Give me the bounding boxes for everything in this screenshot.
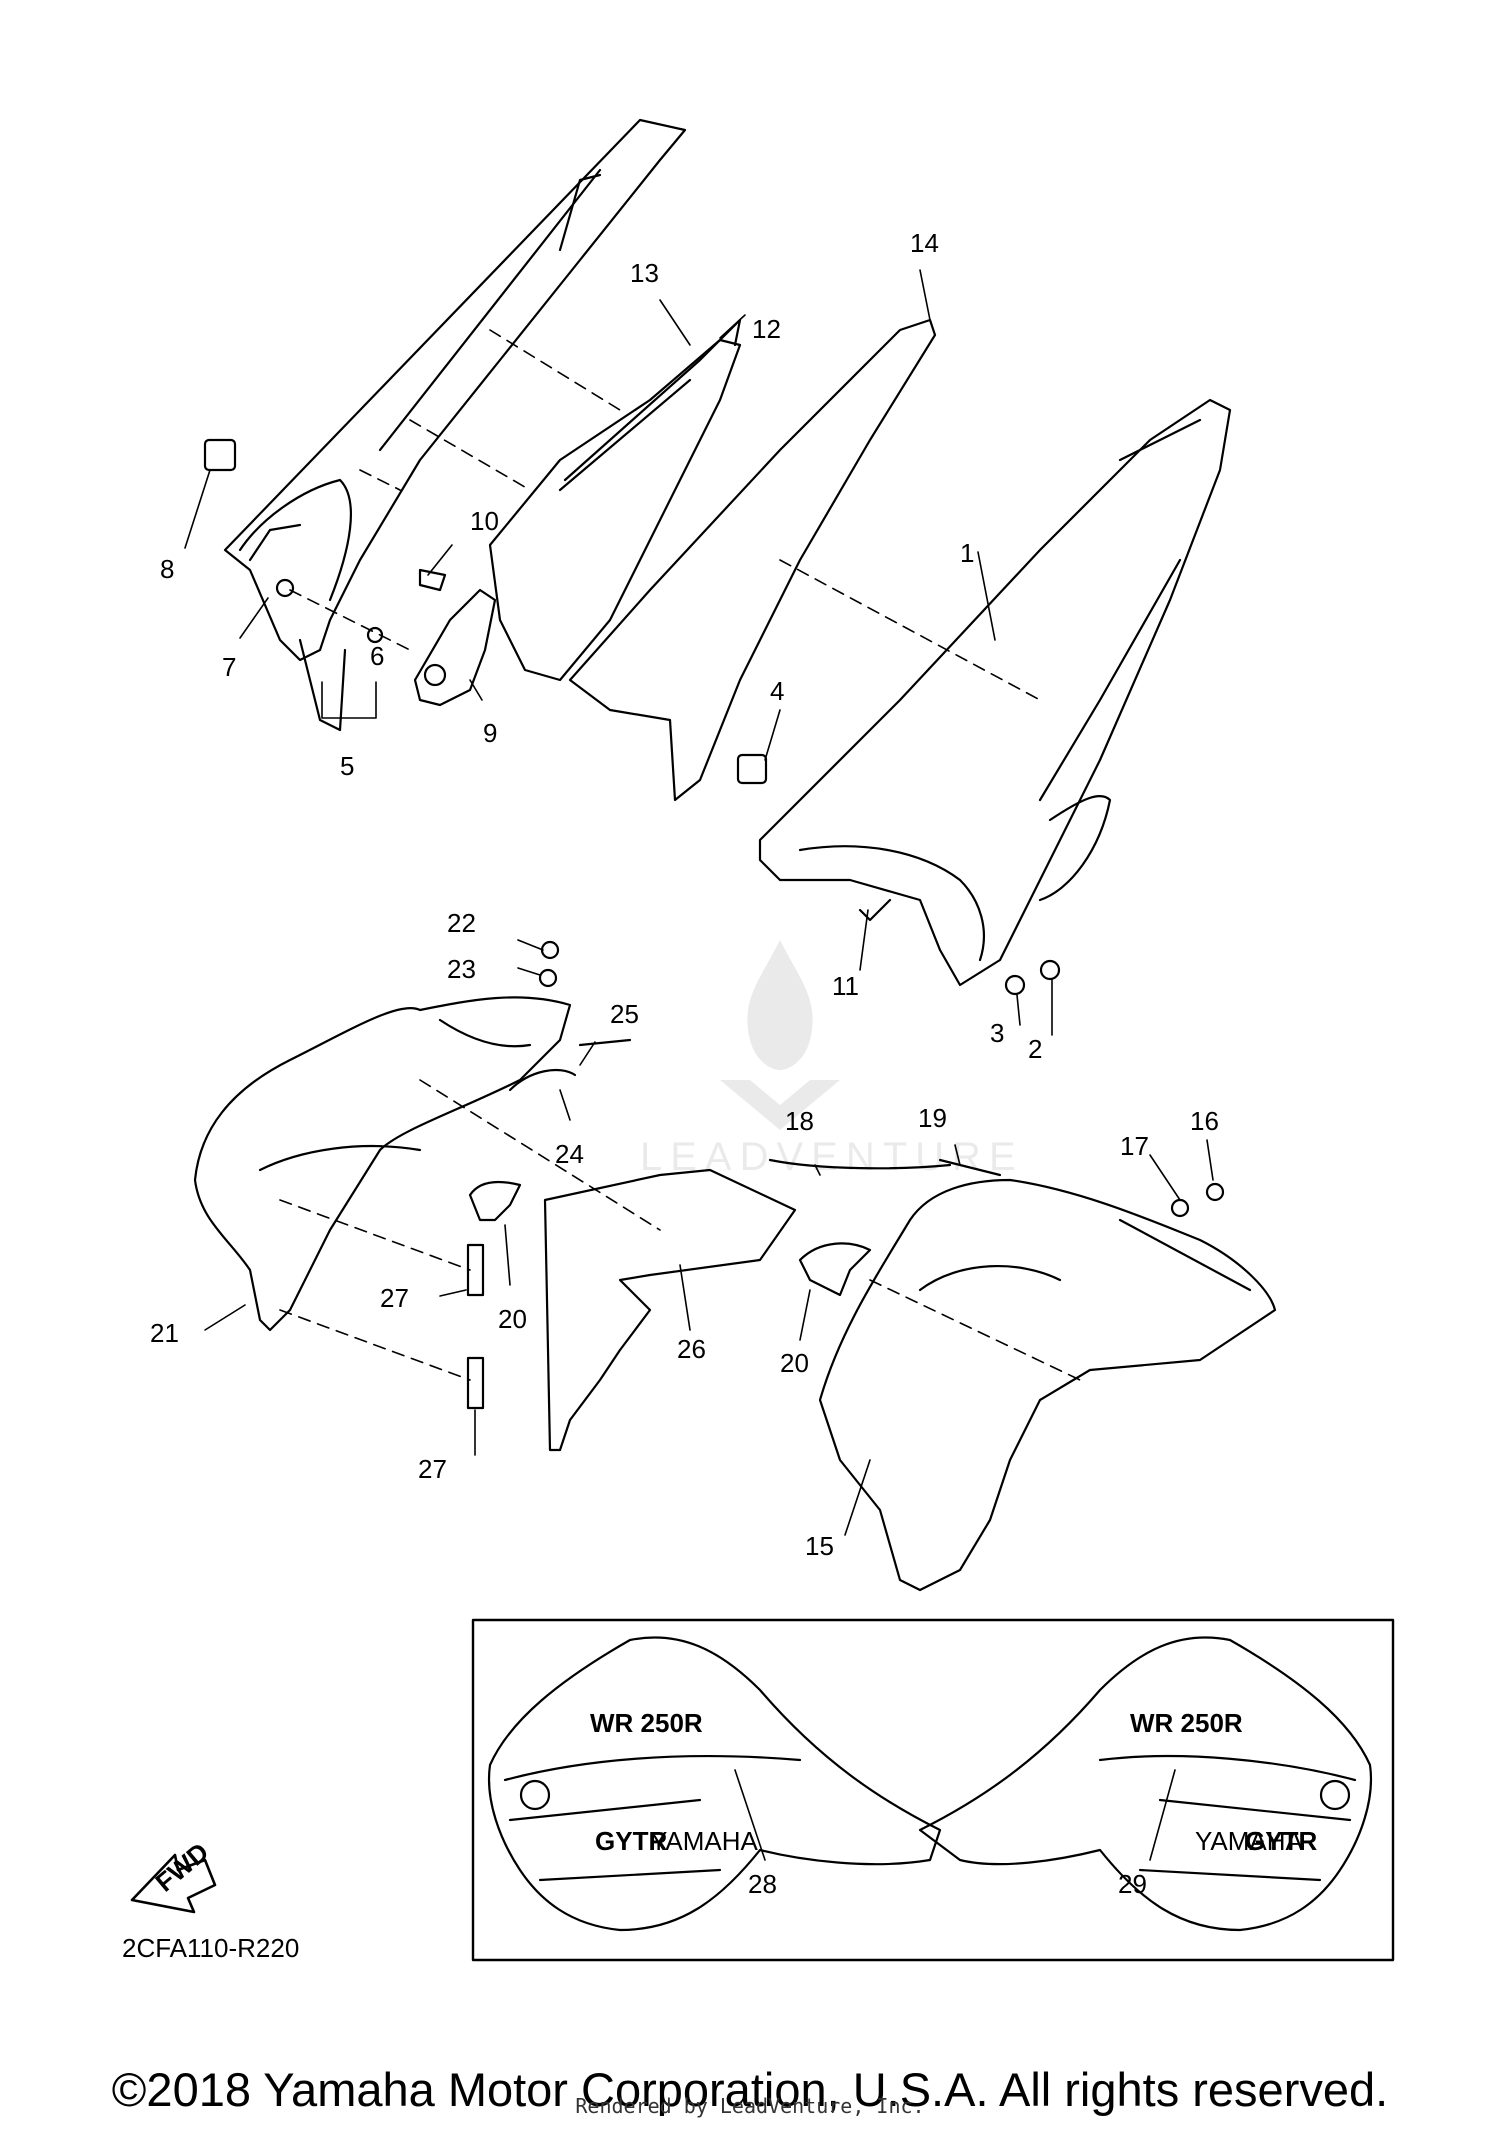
callout-4: 4 xyxy=(770,676,784,706)
callout-7: 7 xyxy=(222,652,236,682)
callout-29: 29 xyxy=(1118,1869,1147,1899)
decal-gytr-left: GYTR xyxy=(595,1826,667,1856)
callout-18: 18 xyxy=(785,1106,814,1136)
flame-logo-icon xyxy=(720,940,840,1130)
shroud-left-21 xyxy=(193,996,572,1332)
bracket-9 xyxy=(413,588,497,707)
callout-1: 1 xyxy=(960,538,974,568)
decal-lettering: WR 250R WR 250R GYTR GYTR YAMAHA YAMAHA xyxy=(590,1708,1317,1856)
plate-14 xyxy=(568,318,937,802)
callout-26: 26 xyxy=(677,1334,706,1364)
decal-gytr-right: GYTR xyxy=(1245,1826,1317,1856)
fasteners xyxy=(203,438,1225,1218)
clip-4 xyxy=(736,753,768,785)
guard-20-right xyxy=(798,1242,872,1297)
callout-27-upper: 27 xyxy=(380,1283,409,1313)
washer-3 xyxy=(1004,974,1026,996)
callout-27-lower: 27 xyxy=(418,1454,447,1484)
washer-17 xyxy=(1170,1198,1190,1218)
fwd-arrow-icon xyxy=(130,1853,217,1914)
callout-10: 10 xyxy=(470,506,499,536)
callout-19: 19 xyxy=(918,1103,947,1133)
copyright-notice: ©2018 Yamaha Motor Corporation, U.S.A. A… xyxy=(111,2063,1389,2116)
decal-model-right: WR 250R xyxy=(1130,1708,1243,1738)
callout-24: 24 xyxy=(555,1139,584,1169)
shroud-right-15 xyxy=(818,1178,1277,1592)
leader-29 xyxy=(1149,1769,1176,1861)
callout-22: 22 xyxy=(447,908,476,938)
decal-inset-box xyxy=(471,1618,1395,1962)
bolt-2 xyxy=(1039,959,1061,981)
guard-20-left xyxy=(468,1180,522,1222)
leader-28 xyxy=(734,1769,766,1861)
callout-13: 13 xyxy=(630,258,659,288)
strip-18 xyxy=(768,1158,952,1170)
side-plate-12 xyxy=(488,318,742,682)
collar-6 xyxy=(366,626,384,644)
diagram-code: 2CFA110-R220 xyxy=(122,1933,299,1963)
bolt-16 xyxy=(1205,1182,1225,1202)
bolt-22 xyxy=(540,940,560,960)
callout-25: 25 xyxy=(610,999,639,1029)
strip-19 xyxy=(938,1158,1002,1177)
rendered-by-notice: Rendered by LeadVenture, Inc. xyxy=(575,2094,925,2118)
callout-20-right: 20 xyxy=(780,1348,809,1378)
callout-5: 5 xyxy=(340,751,354,781)
callout-3: 3 xyxy=(990,1018,1004,1048)
side-cover-1 xyxy=(758,398,1232,987)
bolt-10 xyxy=(418,568,447,592)
callout-8: 8 xyxy=(160,554,174,584)
clip-8 xyxy=(203,438,237,472)
alignment-lines xyxy=(279,329,1081,1381)
strip-24 xyxy=(508,1068,577,1092)
decal-model-left: WR 250R xyxy=(590,1708,703,1738)
callout-17: 17 xyxy=(1120,1131,1149,1161)
callout-15: 15 xyxy=(805,1531,834,1561)
strip-27-lower xyxy=(466,1356,485,1410)
plate-26 xyxy=(543,1168,797,1452)
decal-yamaha-right: YAMAHA xyxy=(1195,1826,1304,1856)
callout-16: 16 xyxy=(1190,1106,1219,1136)
callout-21: 21 xyxy=(150,1318,179,1348)
callout-12: 12 xyxy=(752,314,781,344)
decal-29 xyxy=(918,1636,1372,1932)
strip-25 xyxy=(578,1038,632,1047)
frame-cover-left xyxy=(223,118,687,732)
bolt-7 xyxy=(275,578,295,598)
callout-9: 9 xyxy=(483,718,497,748)
callout-20-left: 20 xyxy=(498,1304,527,1334)
washer-23 xyxy=(538,968,558,988)
leader-lines xyxy=(184,269,1214,1536)
decal-yamaha-left: YAMAHA xyxy=(650,1826,759,1856)
decal-28 xyxy=(488,1636,942,1932)
callout-2: 2 xyxy=(1028,1034,1042,1064)
callout-14: 14 xyxy=(910,228,939,258)
callout-numbers: 1 2 3 4 5 6 7 8 9 10 11 12 13 14 15 16 1… xyxy=(150,228,1219,1899)
callout-6: 6 xyxy=(370,641,384,671)
callout-23: 23 xyxy=(447,954,476,984)
fwd-label: FWD xyxy=(150,1837,215,1898)
callout-28: 28 xyxy=(748,1869,777,1899)
callout-11: 11 xyxy=(832,971,859,1001)
